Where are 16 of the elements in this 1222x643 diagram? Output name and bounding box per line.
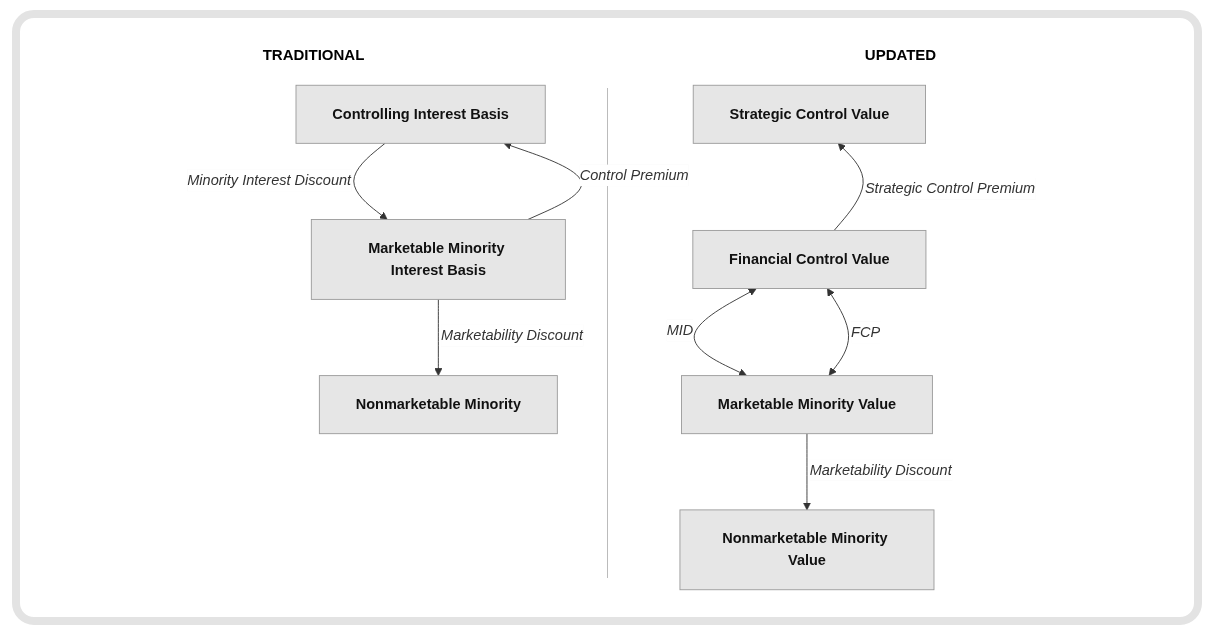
edge-label: Minority Interest Discount — [187, 172, 352, 188]
node-box: Controlling Interest Basis — [295, 84, 546, 144]
edge-label: MID — [666, 322, 694, 338]
edge-label: Marketability Discount — [809, 461, 952, 478]
section-heading: TRADITIONAL — [261, 46, 366, 63]
node-box: Marketable Minority Value — [681, 375, 933, 435]
node-box: Financial Control Value — [692, 229, 927, 289]
node-box: Marketable Minority Interest Basis — [310, 219, 566, 300]
edge-label: Strategic Control Premium — [864, 180, 1036, 197]
node-box: Nonmarketable Minority — [318, 375, 558, 435]
edge-label: Marketability Discount — [441, 327, 584, 343]
edge-label: FCP — [851, 324, 881, 340]
edge-label: Control Premium — [579, 167, 689, 183]
node-box: Strategic Control Value — [692, 84, 926, 144]
section-heading: UPDATED — [863, 46, 938, 63]
node-box: Nonmarketable Minority Value — [679, 509, 935, 591]
